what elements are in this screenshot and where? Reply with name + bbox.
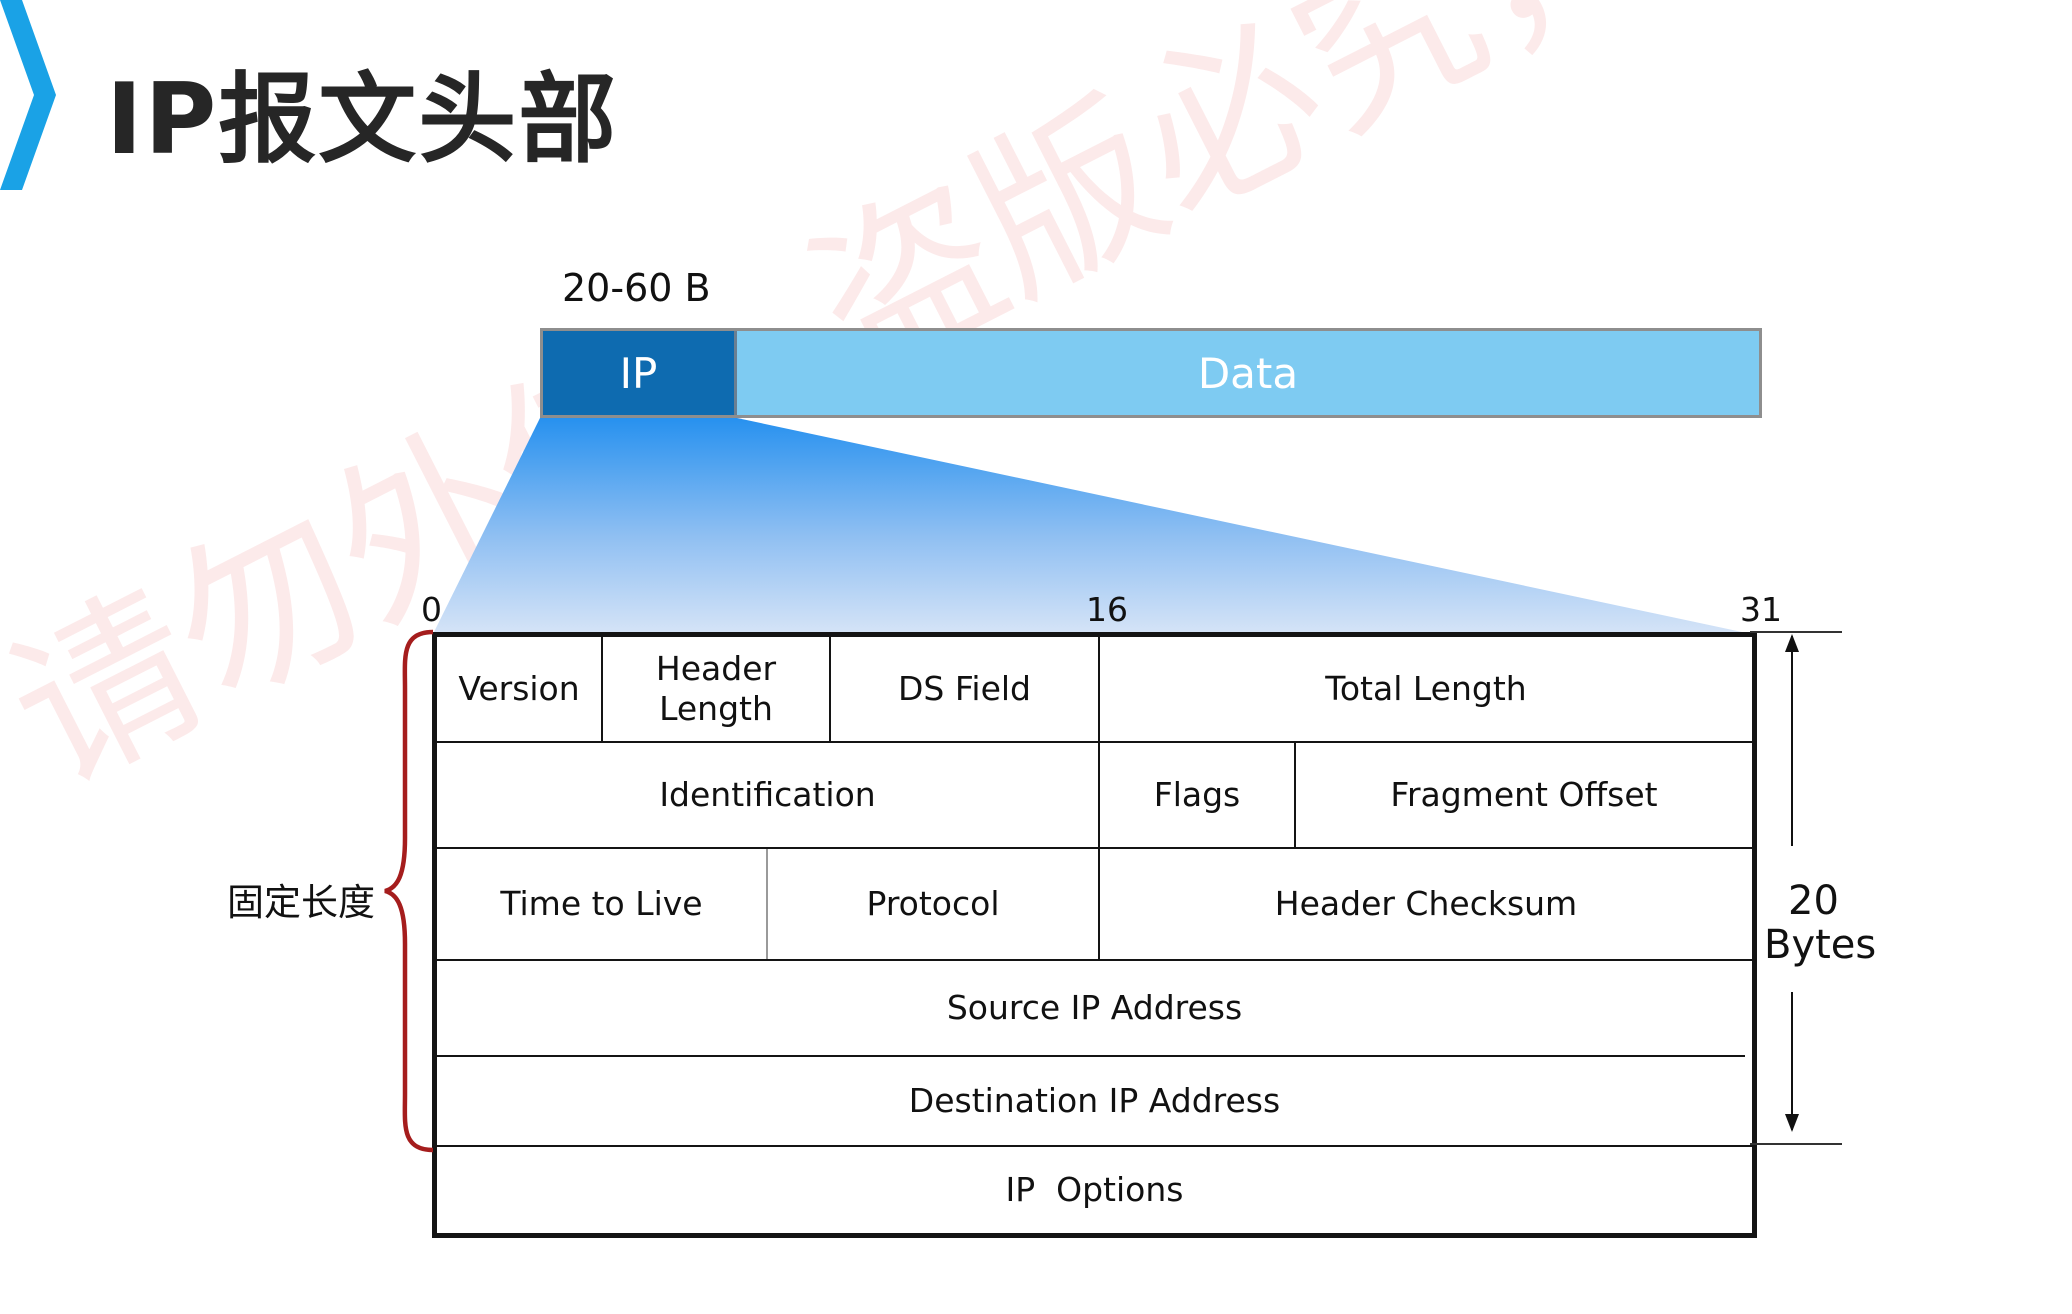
row-divider: [437, 1055, 1745, 1057]
page-title: IP报文头部: [106, 63, 619, 177]
version-cell: Version: [437, 637, 603, 741]
fragment-offset-cell: Fragment Offset: [1296, 743, 1752, 847]
ip-segment: IP: [543, 331, 737, 415]
ttl-cell: Time to Live: [437, 849, 768, 959]
size-annotation-number: 20: [1788, 878, 1839, 924]
flags-cell: Flags: [1100, 743, 1296, 847]
header-row-1: Version Header Length DS Field Total Len…: [437, 637, 1752, 743]
flags-label: Flags: [1153, 775, 1241, 815]
fragment-offset-label: Fragment Offset: [1390, 775, 1658, 815]
identification-cell: Identification: [437, 743, 1100, 847]
ip-options-label: IP Options: [1005, 1170, 1184, 1210]
header-row-5: Destination IP Address: [437, 1057, 1752, 1147]
header-length-label-line2: Length: [659, 689, 773, 728]
size-annotation-unit: Bytes: [1764, 922, 1877, 968]
source-ip-label: Source IP Address: [946, 988, 1243, 1028]
destination-ip-cell: Destination IP Address: [437, 1057, 1752, 1145]
fixed-length-label: 固定长度: [227, 881, 375, 924]
bit-label-start: 0: [421, 590, 442, 629]
header-row-6: IP Options: [437, 1147, 1752, 1233]
version-label: Version: [458, 669, 580, 709]
identification-label: Identification: [659, 775, 876, 815]
header-checksum-label: Header Checksum: [1274, 884, 1578, 924]
ds-field-label: DS Field: [897, 669, 1031, 709]
bit-label-end: 31: [1740, 590, 1782, 629]
data-segment: Data: [737, 331, 1759, 415]
title-chevron-icon: [0, 0, 56, 190]
source-ip-cell: Source IP Address: [437, 961, 1752, 1055]
protocol-cell: Protocol: [768, 849, 1100, 959]
ip-options-cell: IP Options: [437, 1147, 1752, 1233]
header-checksum-cell: Header Checksum: [1100, 849, 1752, 959]
total-length-cell: Total Length: [1100, 637, 1752, 741]
ttl-label: Time to Live: [500, 884, 703, 924]
header-row-4: Source IP Address: [437, 961, 1752, 1055]
protocol-label: Protocol: [866, 884, 1000, 924]
ip-header-table: Version Header Length DS Field Total Len…: [432, 632, 1757, 1238]
packet-size-label: 20-60 B: [562, 266, 711, 310]
ds-field-cell: DS Field: [831, 637, 1100, 741]
header-length-label-line1: Header: [655, 649, 777, 689]
header-row-3: Time to Live Protocol Header Checksum: [437, 849, 1752, 961]
total-length-label: Total Length: [1325, 669, 1527, 709]
header-length-cell: Header Length: [603, 637, 831, 741]
header-row-2: Identification Flags Fragment Offset: [437, 743, 1752, 849]
packet-bar: IP Data: [540, 328, 1762, 418]
size-annotation-lines: [1750, 631, 1842, 1145]
bit-label-middle: 16: [1086, 590, 1128, 629]
destination-ip-label: Destination IP Address: [908, 1081, 1281, 1121]
fixed-length-brace: [384, 629, 434, 1153]
